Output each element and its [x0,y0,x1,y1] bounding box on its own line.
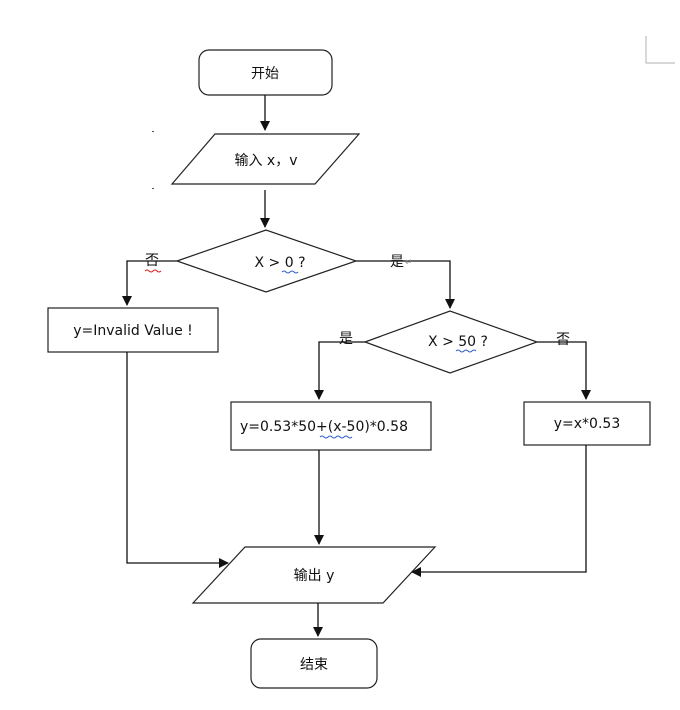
arrow-decision1-yes [356,260,455,309]
stray-mark [152,131,154,132]
calc-low-node: y=x*0.53 [523,401,651,446]
start-node: 开始 [198,49,333,96]
end-node-label: 结束 [300,657,328,673]
edge-label-decision2-no: 否 [556,332,570,348]
input-node: 输入 x，v [170,133,361,185]
edge-label-decision2-yes: 是 [339,331,353,347]
decision-x-gt-0: X > 0 ? [175,229,358,293]
spellcheck-underline [455,349,477,353]
edge-label-decision1-yes: 是 [390,254,404,270]
decision-x-gt-50-label: X > 50 ? [428,334,488,350]
arrow-decision1-no [122,260,177,306]
end-node: 结束 [250,638,378,689]
page-corner-mark [645,36,675,64]
calc-low-label: y=x*0.53 [554,416,620,432]
arrow-decision2-yes [314,341,365,400]
invalid-value-label: y=Invalid Value ! [73,323,193,339]
spellcheck-underline [144,269,162,273]
spellcheck-underline [281,270,299,274]
arrow-invalid-to-output [126,352,229,568]
spellcheck-underline [319,435,353,439]
arrow-calc-low-to-output [411,445,587,577]
paragraph-mark: ↵ [405,258,413,268]
decision-x-gt-0-label: X > 0 ? [254,255,305,271]
calc-high-label: y=0.53*50+(x-50)*0.58 [240,419,408,435]
stray-mark [152,188,154,189]
input-node-label: 输入 x，v [234,153,297,169]
arrow-decision2-no [537,341,591,400]
start-node-label: 开始 [251,66,279,82]
edge-label-decision1-no: 否 [145,253,159,269]
calc-high-node: y=0.53*50+(x-50)*0.58 [230,401,432,451]
decision-x-gt-50: X > 50 ? [363,310,539,374]
output-node: 输出 y [191,546,437,604]
output-node-label: 输出 y [294,568,335,584]
invalid-value-node: y=Invalid Value ! [47,307,219,353]
